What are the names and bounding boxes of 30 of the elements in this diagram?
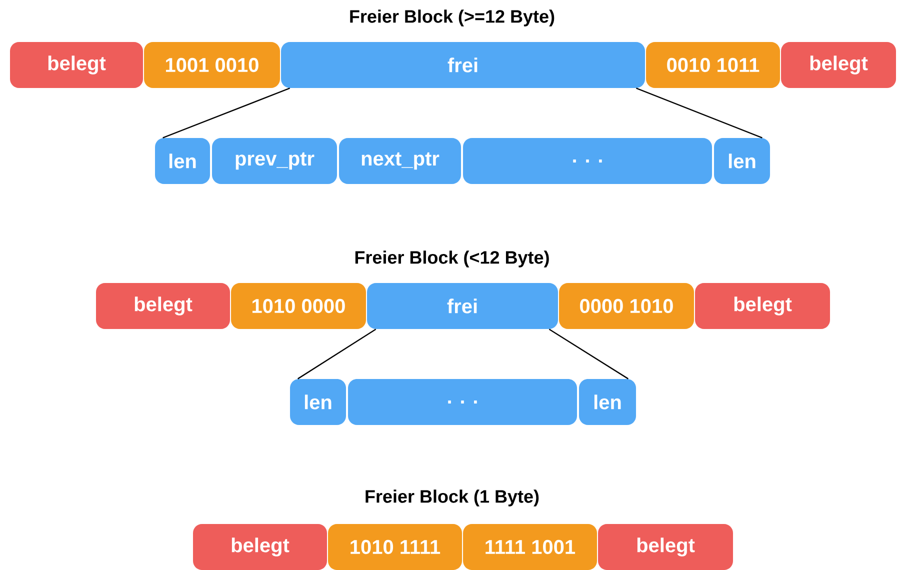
memory-block: 1010 1111	[328, 524, 462, 570]
memory-block: 1010 0000	[231, 283, 366, 329]
memory-block: len	[290, 379, 346, 425]
section-title: Freier Block (1 Byte)	[366, 490, 539, 506]
memory-block: belegt	[598, 524, 733, 570]
connector-line	[162, 88, 290, 138]
memory-block: 0000 1010	[559, 283, 694, 329]
connector-line	[548, 328, 629, 380]
memory-block: belegt	[96, 283, 230, 329]
memory-block: len	[714, 138, 770, 184]
memory-block: 1001 0010	[144, 42, 280, 88]
node-label: 1010 1111	[350, 540, 440, 554]
memory-block: len	[579, 379, 636, 425]
memory-block: frei	[367, 283, 558, 329]
memory-block: . . .	[348, 379, 577, 425]
memory-block: belegt	[193, 524, 327, 570]
memory-block: prev_ptr	[212, 138, 337, 184]
connector-line	[297, 328, 376, 380]
connector-line	[636, 88, 762, 138]
memory-block: belegt	[781, 42, 896, 88]
section-title: Freier Block (<12 Byte)	[355, 250, 549, 268]
node-label: 1111 1001	[486, 540, 576, 554]
memory-block: next_ptr	[339, 138, 461, 184]
memory-block: frei	[281, 42, 645, 88]
memory-block: len	[155, 138, 210, 184]
memory-block: 0010 1011	[646, 42, 780, 88]
memory-block: . . .	[463, 138, 712, 184]
memory-block: belegt	[695, 283, 830, 329]
memory-block: belegt	[10, 42, 143, 88]
memory-block: 1111 1001	[463, 524, 597, 570]
